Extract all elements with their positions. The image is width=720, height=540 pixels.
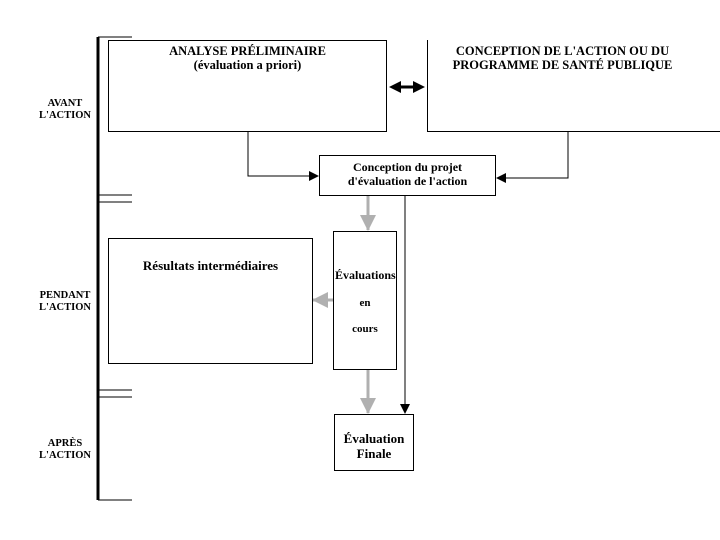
resultats-intermediaires-box bbox=[108, 238, 313, 364]
timeline-bracket bbox=[96, 36, 132, 501]
phase-pendant-label: PENDANT L'ACTION bbox=[30, 290, 100, 314]
evaluations-en-cours-line2: en bbox=[359, 297, 371, 309]
evaluation-finale-line1: Évaluation bbox=[343, 431, 405, 446]
conception-action-line2: PROGRAMME DE SANTÉ PUBLIQUE bbox=[452, 58, 673, 72]
conception-action-line1: CONCEPTION DE L'ACTION OU DU bbox=[455, 44, 670, 58]
phase-pendant-line2: L'ACTION bbox=[39, 302, 91, 313]
conception-projet-line1: Conception du projet bbox=[352, 160, 463, 174]
evaluations-en-cours-line3: cours bbox=[352, 323, 378, 335]
conception-projet-box bbox=[319, 155, 496, 196]
arrow-action-to-projet bbox=[496, 132, 569, 183]
conception-projet-text: Conception du projet d'évaluation de l'a… bbox=[319, 160, 496, 188]
phase-avant-label: AVANT L'ACTION bbox=[30, 98, 100, 122]
conception-action-box bbox=[427, 40, 720, 132]
evaluation-finale-line2: Finale bbox=[356, 446, 392, 461]
analyse-preliminaire-box bbox=[108, 40, 387, 132]
evaluations-en-cours-box bbox=[333, 231, 397, 370]
phase-avant-line1: AVANT bbox=[47, 98, 83, 109]
analyse-line2: (évaluation a priori) bbox=[193, 58, 302, 72]
analyse-preliminaire-text: ANALYSE PRÉLIMINAIRE (évaluation a prior… bbox=[108, 44, 387, 72]
phase-apres-line1: APRÈS bbox=[47, 438, 83, 449]
arrow-analyse-to-projet bbox=[247, 132, 319, 181]
phase-avant-line2: L'ACTION bbox=[39, 110, 91, 121]
phase-apres-line2: L'ACTION bbox=[39, 450, 91, 461]
conception-projet-line2: d'évaluation de l'action bbox=[347, 174, 468, 188]
evaluation-finale-text: Évaluation Finale bbox=[334, 431, 414, 461]
double-arrow bbox=[389, 81, 425, 93]
resultats-intermediaires-label: Résultats intermédiaires bbox=[142, 258, 279, 273]
conception-action-text: CONCEPTION DE L'ACTION OU DU PROGRAMME D… bbox=[430, 44, 695, 72]
analyse-line1: ANALYSE PRÉLIMINAIRE bbox=[169, 44, 326, 58]
phase-apres-label: APRÈS L'ACTION bbox=[30, 438, 100, 462]
evaluations-en-cours-line1: Évaluations bbox=[335, 268, 396, 282]
evaluation-finale-box bbox=[334, 414, 414, 471]
phase-pendant-line1: PENDANT bbox=[39, 290, 91, 301]
